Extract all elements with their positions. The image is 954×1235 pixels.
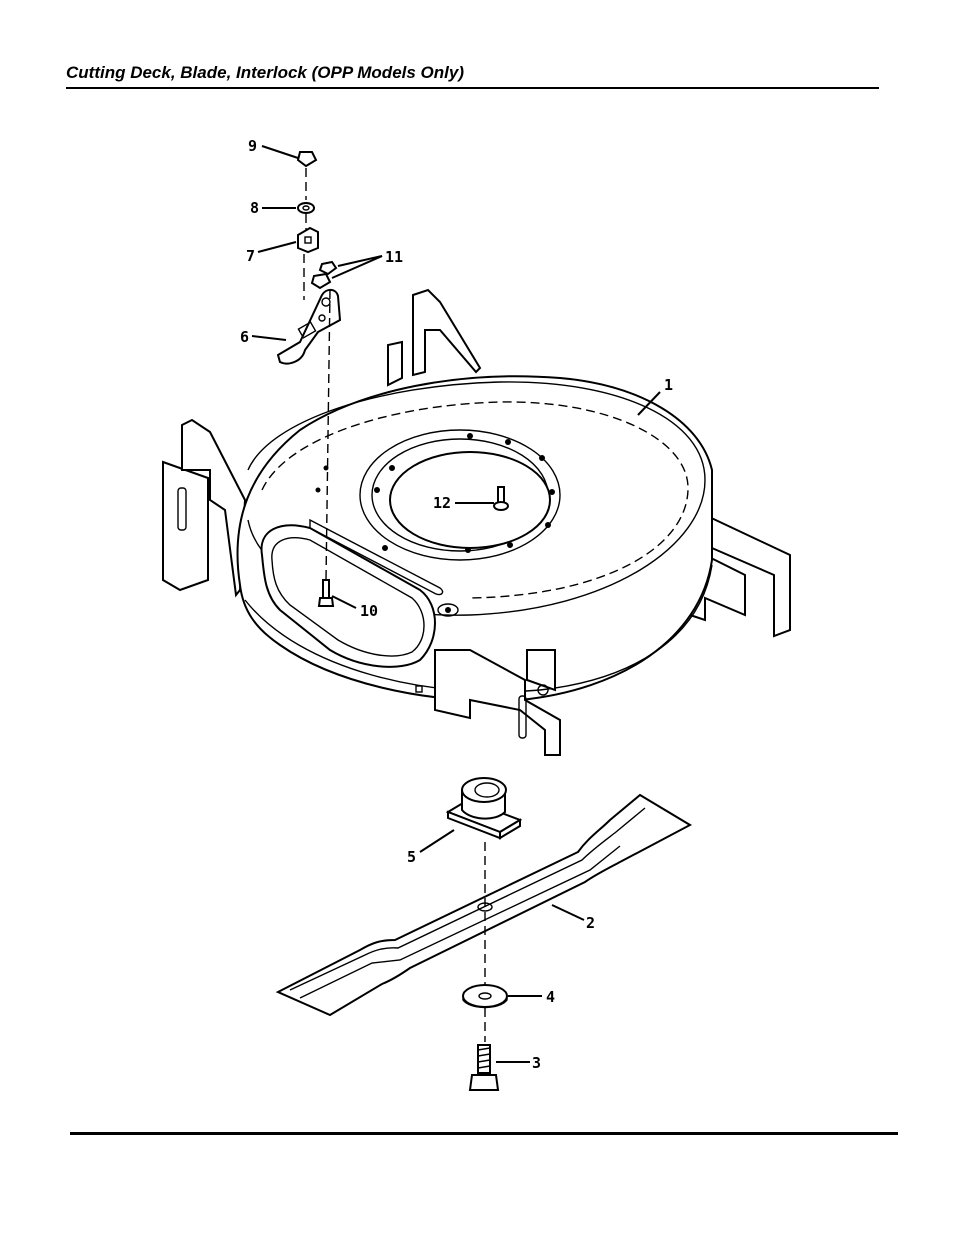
leader-1 (637, 391, 661, 416)
nuts-11 (310, 260, 338, 290)
blade-adapter (445, 777, 523, 840)
leader-2 (551, 904, 585, 921)
callout-2: 2 (586, 914, 595, 932)
callout-1: 1 (664, 376, 673, 394)
interlock-clip (297, 226, 319, 254)
interlock-bracket (276, 288, 342, 365)
blade-washer (462, 984, 508, 1009)
callout-11: 11 (385, 248, 403, 266)
callout-6: 6 (240, 328, 249, 346)
leader-6 (251, 335, 287, 341)
footer-rule (70, 1132, 898, 1135)
callout-9: 9 (248, 137, 257, 155)
nut-9 (296, 151, 318, 168)
callout-4: 4 (546, 988, 555, 1006)
blade-bolt (468, 1044, 500, 1091)
callout-7: 7 (246, 247, 255, 265)
cutting-deck (162, 288, 791, 756)
blade (275, 793, 693, 1017)
bolt-10 (317, 579, 335, 607)
centerline-bolt (325, 289, 331, 581)
callout-8: 8 (250, 199, 259, 217)
leader-10 (331, 595, 357, 609)
leader-11b (331, 255, 383, 279)
page-title: Cutting Deck, Blade, Interlock (OPP Mode… (66, 63, 464, 82)
leader-7 (257, 241, 297, 253)
callout-10: 10 (360, 602, 378, 620)
header-rule (66, 87, 879, 89)
leader-11a (337, 255, 383, 267)
callout-12: 12 (433, 494, 451, 512)
stud-12 (493, 486, 509, 511)
callout-3: 3 (532, 1054, 541, 1072)
leader-9 (261, 145, 299, 159)
washer-8 (297, 202, 315, 214)
leader-5 (419, 829, 455, 853)
callout-5: 5 (407, 848, 416, 866)
centerline-interlock (303, 168, 307, 300)
